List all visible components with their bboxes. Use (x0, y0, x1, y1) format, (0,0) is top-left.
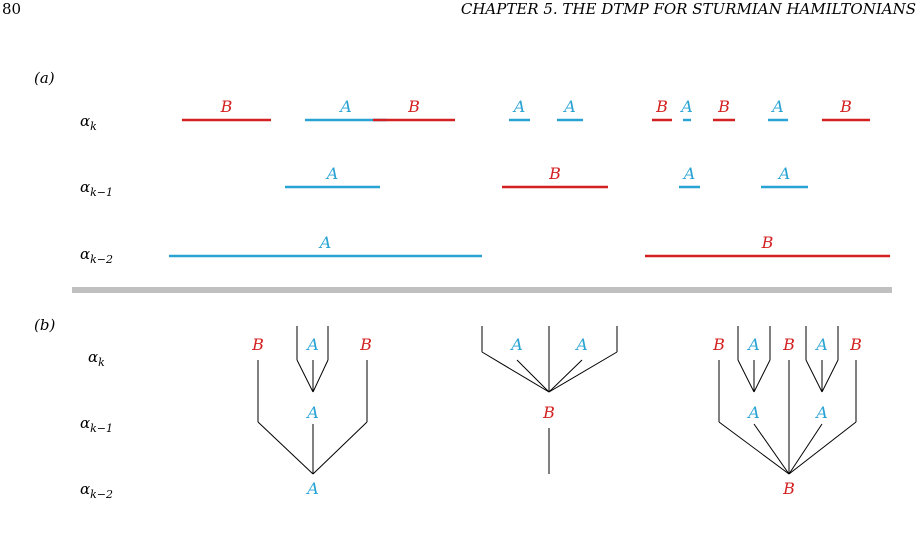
tree-node-row_k-0: B (251, 335, 264, 354)
tree-node-row_k1-1: B (542, 403, 555, 422)
interval-label-row_k-4: A (562, 97, 576, 116)
tree-edge-16 (548, 351, 618, 393)
page-number: 80 (2, 0, 21, 18)
row-label-alpha-k-b: αk (88, 348, 105, 369)
interval-label-row_k1-1: B (548, 164, 561, 183)
interval-label-row_k1-3: A (777, 164, 791, 183)
tree-edge-11 (481, 351, 550, 393)
tree-node-row_k-9: B (849, 335, 862, 354)
interval-label-row_k-8: A (770, 97, 784, 116)
tree-edge-29 (753, 359, 771, 393)
tree-node-row_k-1: A (305, 335, 319, 354)
interval-label-row_k-5: B (655, 97, 668, 116)
interval-label-row_k2-1: B (761, 233, 774, 252)
row-label-alpha-k1-b: αk−1 (80, 414, 113, 435)
tree-node-row_k2-0: A (305, 479, 319, 498)
interval-label-row_k-9: B (839, 97, 852, 116)
tree-edge-34 (821, 359, 839, 393)
tree-node-row_k1-0: A (305, 403, 319, 422)
tree-node-row_k-6: A (746, 335, 760, 354)
interval-label-row_k-7: B (717, 97, 730, 116)
tree-edge-4 (312, 421, 368, 475)
tree-node-row_k1-3: A (814, 403, 828, 422)
panel-label-b: (b) (34, 316, 55, 334)
tree-edge-19 (718, 421, 790, 475)
tree-node-row_k1-2: A (746, 403, 760, 422)
tree-node-row_k2-1: B (782, 479, 795, 498)
tree-edge-14 (548, 359, 583, 393)
tree-node-row_k-2: B (359, 335, 372, 354)
interval-label-row_k-1: A (338, 97, 352, 116)
tree-edges (257, 326, 857, 475)
interval-label-row_k-3: A (512, 97, 526, 116)
row-label-alpha-k2-a: αk−2 (80, 245, 113, 266)
interval-label-row_k-0: B (220, 97, 233, 116)
chapter-title: CHAPTER 5. THE DTMP FOR STURMIAN HAMILTO… (461, 0, 916, 18)
tree-edge-24 (788, 421, 857, 475)
tree-edge-20 (753, 423, 790, 475)
interval-label-row_k-6: A (679, 97, 693, 116)
row-label-alpha-k1-a: αk−1 (80, 178, 113, 199)
row-label-alpha-k2-b: αk−2 (80, 480, 113, 501)
interval-label-row_k1-0: A (325, 164, 339, 183)
tree-edge-9 (312, 359, 329, 393)
tree-edge-22 (788, 423, 823, 475)
tree-edge-6 (296, 359, 314, 393)
tree-node-row_k-3: A (509, 335, 523, 354)
row-label-alpha-k-a: αk (80, 112, 97, 133)
tree-edge-26 (737, 359, 755, 393)
tree-edge-1 (257, 421, 314, 475)
tree-edge-12 (516, 359, 550, 393)
tree-node-row_k-8: A (814, 335, 828, 354)
interval-label-row_k2-0: A (318, 233, 332, 252)
panel-divider (72, 287, 892, 293)
tree-node-row_k-5: B (712, 335, 725, 354)
tree-node-row_k-7: B (782, 335, 795, 354)
panel-label-a: (a) (34, 69, 55, 87)
interval-label-row_k1-2: A (682, 164, 696, 183)
tree-edge-31 (805, 359, 823, 393)
interval-label-row_k-2: B (407, 97, 420, 116)
tree-node-row_k-4: A (574, 335, 588, 354)
